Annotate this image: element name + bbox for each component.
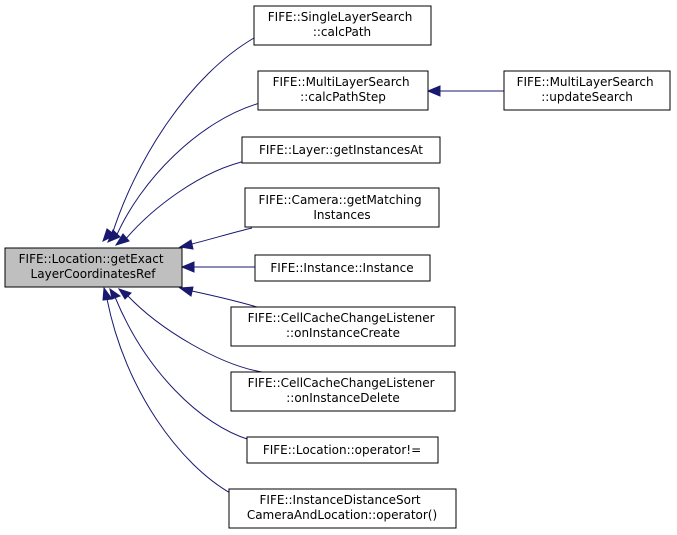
node-box [253, 5, 432, 46]
node-label-line: FIFE::InstanceDistanceSort [260, 493, 421, 507]
svg-text:FIFE::CellCacheChangeListener: FIFE::CellCacheChangeListener ::onInstan… [248, 376, 439, 405]
node-box [246, 436, 439, 464]
svg-text:FIFE::Location::operator!=: FIFE::Location::operator!= [263, 443, 421, 457]
node-label-line: FIFE::MultiLayerSearch [517, 75, 654, 89]
svg-text:FIFE::Location::getExact: FIFE::Location::getExact LayerCoordinate… [19, 252, 168, 281]
node-instance-distance-sort-operator[interactable]: FIFE::InstanceDistanceSort CameraAndLoca… [228, 488, 457, 529]
node-camera-get-matching-instances[interactable]: FIFE::Camera::getMatching Instances [244, 187, 440, 228]
edge-arrow-camera-get-matching-instances [178, 239, 194, 250]
edge-arrow-update-search [426, 85, 441, 97]
node-label-line: LayerCoordinatesRef [31, 267, 157, 281]
edge-arrow-on-instance-delete [117, 288, 132, 300]
edge-arrow-layer-get-instances-at [114, 233, 130, 246]
node-focus-get-exact-layer-coordinates-ref[interactable]: FIFE::Location::getExact LayerCoordinate… [4, 247, 183, 288]
svg-text:FIFE::Instance::Instance: FIFE::Instance::Instance [270, 261, 413, 275]
edge-arrow-instance-instance [180, 261, 195, 273]
node-single-layer-calc-path[interactable]: FIFE::SingleLayerSearch ::calcPath [253, 5, 432, 46]
node-label-line: FIFE::Instance::Instance [270, 261, 413, 275]
node-cell-cache-on-instance-delete[interactable]: FIFE::CellCacheChangeListener ::onInstan… [230, 371, 456, 412]
node-label-line: ::updateSearch [541, 90, 633, 104]
edge-on-instance-delete [126, 294, 263, 373]
edge-multi-layer-calc-path-step [114, 102, 261, 240]
node-label-line: FIFE::SingleLayerSearch [268, 10, 413, 24]
node-layer-get-instances-at[interactable]: FIFE::Layer::getInstancesAt [241, 136, 441, 164]
node-label-line: ::onInstanceDelete [286, 391, 400, 405]
node-label-line: ::calcPathStep [300, 90, 386, 104]
node-label-line: FIFE::CellCacheChangeListener [248, 311, 435, 325]
node-box [257, 70, 429, 111]
node-label-line: FIFE::Location::getExact [19, 252, 164, 266]
node-label-line: ::calcPath [313, 25, 371, 39]
edge-instance-distance-sort-operator [106, 298, 233, 495]
edge-arrow-location-operator-ne [109, 287, 122, 300]
node-box [230, 371, 456, 412]
nodes: FIFE::Location::getExact LayerCoordinate… [4, 5, 671, 529]
node-label-line: FIFE::Camera::getMatching [259, 193, 422, 207]
edge-layer-get-instances-at [123, 159, 251, 242]
svg-text:FIFE::SingleLayerSearch: FIFE::SingleLayerSearch ::calcPath [268, 10, 416, 39]
node-box [230, 306, 456, 347]
node-label-line: FIFE::Location::operator!= [263, 443, 421, 457]
edge-arrow-multi-layer-calc-path-step [107, 229, 121, 243]
svg-text:FIFE::Layer::getInstancesAt: FIFE::Layer::getInstancesAt [259, 143, 423, 157]
node-location-operator-ne[interactable]: FIFE::Location::operator!= [246, 436, 439, 464]
node-box [503, 70, 671, 111]
node-label-line: FIFE::MultiLayerSearch [273, 75, 410, 89]
edges [102, 37, 504, 495]
node-box [241, 136, 441, 164]
svg-text:FIFE::InstanceDistanceSort: FIFE::InstanceDistanceSort CameraAndLoca… [247, 493, 437, 522]
node-cell-cache-on-instance-create[interactable]: FIFE::CellCacheChangeListener ::onInstan… [230, 306, 456, 347]
node-focus-box [4, 247, 183, 288]
node-instance-instance[interactable]: FIFE::Instance::Instance [254, 254, 431, 282]
edge-arrow-instance-distance-sort-operator [102, 286, 113, 301]
node-multi-layer-calc-path-step[interactable]: FIFE::MultiLayerSearch ::calcPathStep [257, 70, 429, 111]
svg-text:FIFE::CellCacheChangeListener: FIFE::CellCacheChangeListener ::onInstan… [248, 311, 439, 340]
node-label-line: CameraAndLocation::operator() [247, 508, 437, 522]
svg-text:FIFE::MultiLayerSearch: FIFE::MultiLayerSearch ::calcPathStep [273, 75, 414, 104]
edge-location-operator-ne [114, 296, 251, 441]
svg-text:FIFE::MultiLayerSearch: FIFE::MultiLayerSearch ::updateSearch [517, 75, 658, 104]
node-multi-layer-update-search[interactable]: FIFE::MultiLayerSearch ::updateSearch [503, 70, 671, 111]
node-box [244, 187, 440, 228]
edge-camera-get-matching-instances [191, 227, 253, 245]
node-box [254, 254, 431, 282]
node-label-line: FIFE::Layer::getInstancesAt [259, 143, 423, 157]
node-label-line: ::onInstanceCreate [286, 326, 400, 340]
edge-on-instance-create [191, 290, 258, 308]
node-label-line: FIFE::CellCacheChangeListener [248, 376, 435, 390]
node-label-line: Instances [313, 208, 370, 222]
edge-arrow-on-instance-create [178, 286, 194, 297]
edge-single-layer-calc-path [110, 37, 255, 239]
svg-text:FIFE::Camera::getMatching: FIFE::Camera::getMatching Instances [259, 193, 426, 222]
node-box [228, 488, 457, 529]
edge-arrow-single-layer-calc-path [102, 228, 116, 242]
